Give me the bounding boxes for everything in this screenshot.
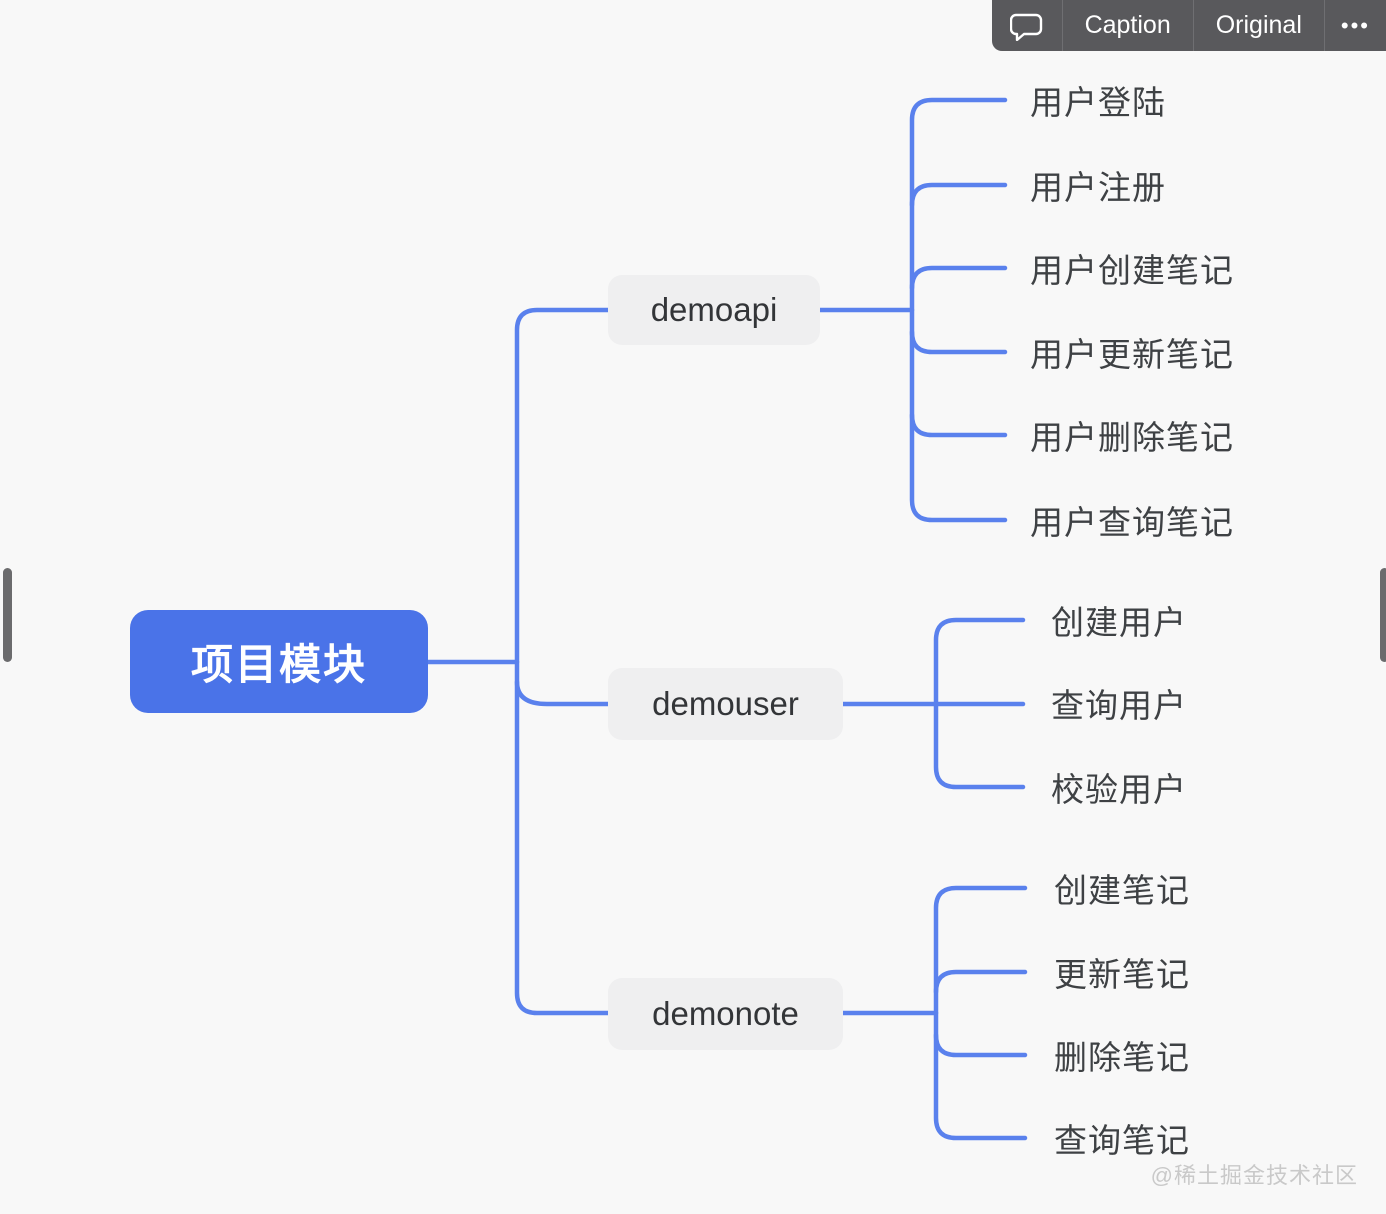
watermark-text: @稀土掘金技术社区: [1150, 1163, 1358, 1188]
leaf-node[interactable]: 创建用户: [1051, 604, 1187, 641]
branch-node-label: demoapi: [650, 291, 778, 328]
root-node[interactable]: 项目模块: [130, 610, 428, 713]
leaf-node[interactable]: 删除笔记: [1054, 1039, 1190, 1076]
leaf-node[interactable]: 更新笔记: [1054, 956, 1190, 993]
left-scroll-handle[interactable]: [3, 568, 12, 662]
branch-node-demouser[interactable]: demouser: [608, 668, 843, 740]
leaf-node[interactable]: 查询用户: [1051, 687, 1187, 724]
original-button[interactable]: Original: [1192, 0, 1324, 51]
speech-bubble-icon: [1009, 13, 1042, 41]
leaf-node[interactable]: 校验用户: [1051, 771, 1187, 808]
leaf-node[interactable]: 用户登陆: [1030, 84, 1166, 121]
leaf-node[interactable]: 用户查询笔记: [1030, 504, 1234, 541]
branch-node-label: demonote: [652, 995, 799, 1032]
right-scroll-handle[interactable]: [1380, 568, 1386, 662]
comment-button[interactable]: [992, 0, 1062, 51]
branch-node-demonote[interactable]: demonote: [608, 978, 843, 1050]
caption-button[interactable]: Caption: [1061, 0, 1193, 51]
leaf-node[interactable]: 用户删除笔记: [1030, 419, 1234, 456]
more-options-button[interactable]: •••: [1323, 0, 1386, 51]
root-node-label: 项目模块: [190, 641, 367, 688]
image-toolbar: Caption Original •••: [991, 0, 1386, 51]
leaf-node[interactable]: 查询笔记: [1054, 1122, 1190, 1159]
branch-node-label: demouser: [652, 685, 799, 722]
leaf-node[interactable]: 创建笔记: [1054, 872, 1190, 909]
ellipsis-icon: •••: [1340, 12, 1370, 38]
leaf-node[interactable]: 用户注册: [1030, 169, 1166, 206]
branch-node-demoapi[interactable]: demoapi: [608, 275, 820, 345]
leaf-node[interactable]: 用户创建笔记: [1030, 252, 1234, 289]
leaf-node[interactable]: 用户更新笔记: [1030, 336, 1234, 373]
